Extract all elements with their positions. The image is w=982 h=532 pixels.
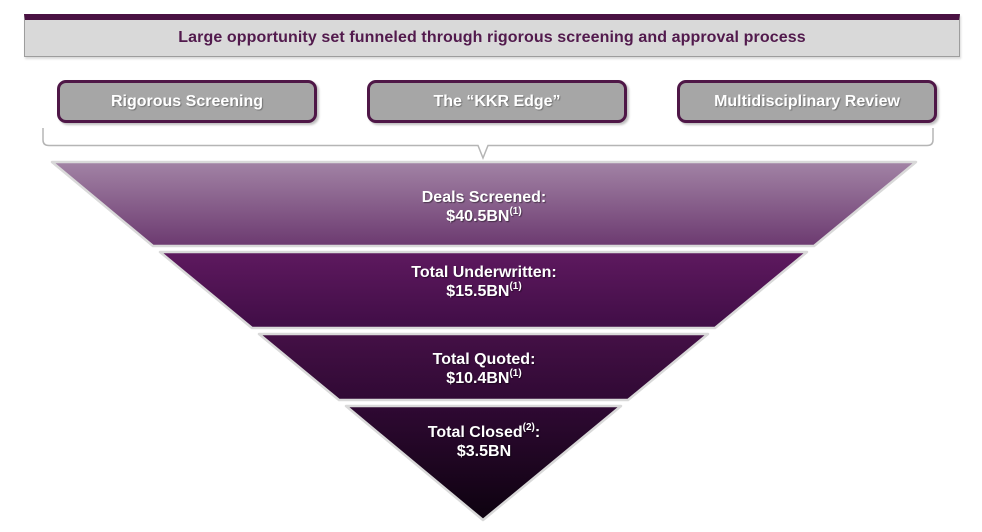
funnel-stage-3-label: Total Quoted: $10.4BN(1) (433, 350, 536, 388)
funnel-stage-1-shape (50, 160, 918, 248)
title-banner: Large opportunity set funneled through r… (24, 14, 960, 57)
funnel-stage-3-shape (257, 332, 710, 402)
stage-title: Total Closed(2): (427, 421, 541, 441)
process-box-label: Multidisciplinary Review (714, 92, 900, 110)
footnote-marker: (1) (509, 205, 522, 217)
process-box-multidisciplinary-review: Multidisciplinary Review (677, 80, 937, 123)
stage-title: Total Quoted: (432, 351, 536, 368)
funnel-stage-2-label: Total Underwritten: $15.5BN(1) (411, 263, 556, 301)
grouping-bracket (42, 128, 934, 161)
funnel-stage-2-shape (158, 250, 809, 330)
stage-title: Deals Screened: (421, 189, 547, 206)
footnote-marker: (2) (522, 421, 535, 433)
process-box-label: The “KKR Edge” (433, 92, 561, 110)
stage-value: $3.5BN (456, 443, 512, 460)
footnote-marker: (1) (509, 367, 522, 379)
banner-title: Large opportunity set funneled through r… (178, 29, 806, 46)
funnel-stage-1-label: Deals Screened: $40.5BN(1) (422, 188, 547, 226)
process-box-rigorous-screening: Rigorous Screening (57, 80, 317, 123)
stage-value: $10.4BN(1) (446, 367, 522, 387)
stage-value: $15.5BN(1) (446, 280, 522, 300)
process-box-kkr-edge: The “KKR Edge” (367, 80, 627, 123)
footnote-marker: (1) (509, 280, 522, 292)
funnel-stage-4-label: Total Closed(2): $3.5BN (427, 421, 541, 461)
stage-value: $40.5BN(1) (446, 205, 522, 225)
stage-title: Total Underwritten: (411, 264, 557, 281)
funnel-stage-4-shape (344, 404, 623, 522)
process-box-label: Rigorous Screening (110, 92, 264, 110)
